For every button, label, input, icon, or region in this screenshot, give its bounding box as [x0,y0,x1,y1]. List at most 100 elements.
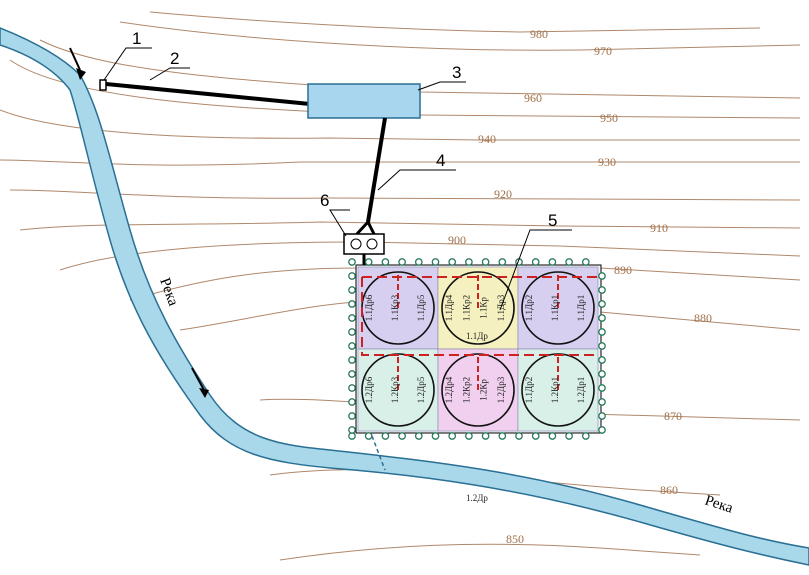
sprinkler [431,258,440,266]
sprinkler [465,258,473,266]
cell-label: 1.1Др2 [524,377,534,403]
sprinkler [348,356,356,364]
contour-890 [129,267,801,301]
sprinkler [448,258,457,266]
river-label: Река [703,493,735,517]
cell-label: 1.2Кр2 [461,377,471,403]
sprinkler [548,258,557,266]
drain-line [371,435,386,471]
cell-label: 1.1Кр [479,297,489,319]
contour-940 [0,109,800,141]
leader-4 [377,169,456,191]
center-label: 1.1Др [466,331,488,341]
elev-label: 920 [494,187,512,201]
elev-label: 880 [694,311,712,325]
sprinkler [498,258,507,266]
cell-label: 1.1Др2 [524,295,534,321]
elev-label: 890 [614,263,632,277]
sprinkler [448,432,457,440]
sprinkler [598,342,606,350]
elevation-labels: 980 970 960 950 940 930 920 910 900 890 … [448,27,712,546]
sprinkler [398,258,406,266]
sprinkler [598,328,606,336]
sprinkler [465,432,473,440]
contour-850 [279,543,701,561]
sprinkler [598,272,606,280]
sprinkler [481,432,490,440]
callout-number: 2 [170,49,179,68]
sprinkler [348,328,356,336]
elev-label: 860 [660,483,678,497]
pump-right [366,238,378,250]
cell-label: 1.1Кр1 [550,295,560,321]
sprinkler [598,412,606,420]
pipeline-to-reservoir [105,82,311,106]
cell-label: 1.2Кр3 [390,376,400,403]
sprinkler [498,432,507,440]
callout-leaders [103,47,572,311]
contour-980 [149,11,761,33]
cell-label: 1.1Др6 [364,294,374,321]
pivot-circle [441,353,515,427]
flow-arrowhead-lower [199,388,209,398]
secondary-distribution-line [361,277,598,356]
sprinkler [531,258,540,266]
sprinkler [348,398,356,406]
sprinkler [348,342,356,350]
cell-label: 1.2Кр1 [550,377,560,403]
pipeline-to-pump [366,117,387,223]
elev-label: 850 [506,532,524,546]
sprinkler [598,286,606,294]
leader-5 [499,229,572,311]
cell-label: 1.1Кр3 [390,294,400,321]
sprinkler [598,426,606,434]
contour-910 [19,221,801,231]
pivot-circle [441,271,515,345]
leader-2 [149,67,190,81]
cell-label: 1.1Др4 [444,294,454,321]
flow-arrow-lower [191,367,205,391]
callout-number: 4 [436,151,445,170]
callout-number: 5 [548,211,557,230]
sprinkler [598,370,606,378]
sprinkler [598,300,606,308]
sprinkler [364,432,373,440]
sprinkler [598,314,606,322]
sprinkler [431,432,440,440]
leader-6 [329,209,350,237]
cell-label: 1.2Др3 [496,376,506,403]
sprinkler [515,432,523,440]
callout-number: 3 [452,63,461,82]
contour-920 [9,189,801,201]
sprinkler [581,432,590,440]
sprinkler [481,258,490,266]
sprinkler [531,432,540,440]
flow-arrowhead-upper [76,68,86,80]
contour-970 [119,21,801,51]
cell-label: 1.2Др1 [576,377,586,403]
sprinkler [348,286,356,294]
pump-station [343,233,385,255]
center-label: 1.2Др [466,493,488,503]
sprinkler [348,370,356,378]
sprinkler [348,412,356,420]
sprinkler [598,356,606,364]
water-supply [99,79,421,272]
flow-arrow-upper [69,47,81,71]
callout-number: 6 [320,191,329,210]
pump-left [350,238,362,250]
cell-label: 1.2Др5 [416,376,426,403]
sprinkler [348,300,356,308]
sprinkler [565,258,573,266]
elev-label: 960 [524,91,542,105]
sprinkler [598,384,606,392]
leader-3 [417,81,466,91]
elev-label: 970 [594,44,612,58]
elev-label: 910 [650,221,668,235]
cell-label: 1.2Др4 [444,376,454,403]
elev-label: 980 [530,27,548,41]
callout-number: 1 [132,29,141,48]
leader-1 [103,47,152,81]
